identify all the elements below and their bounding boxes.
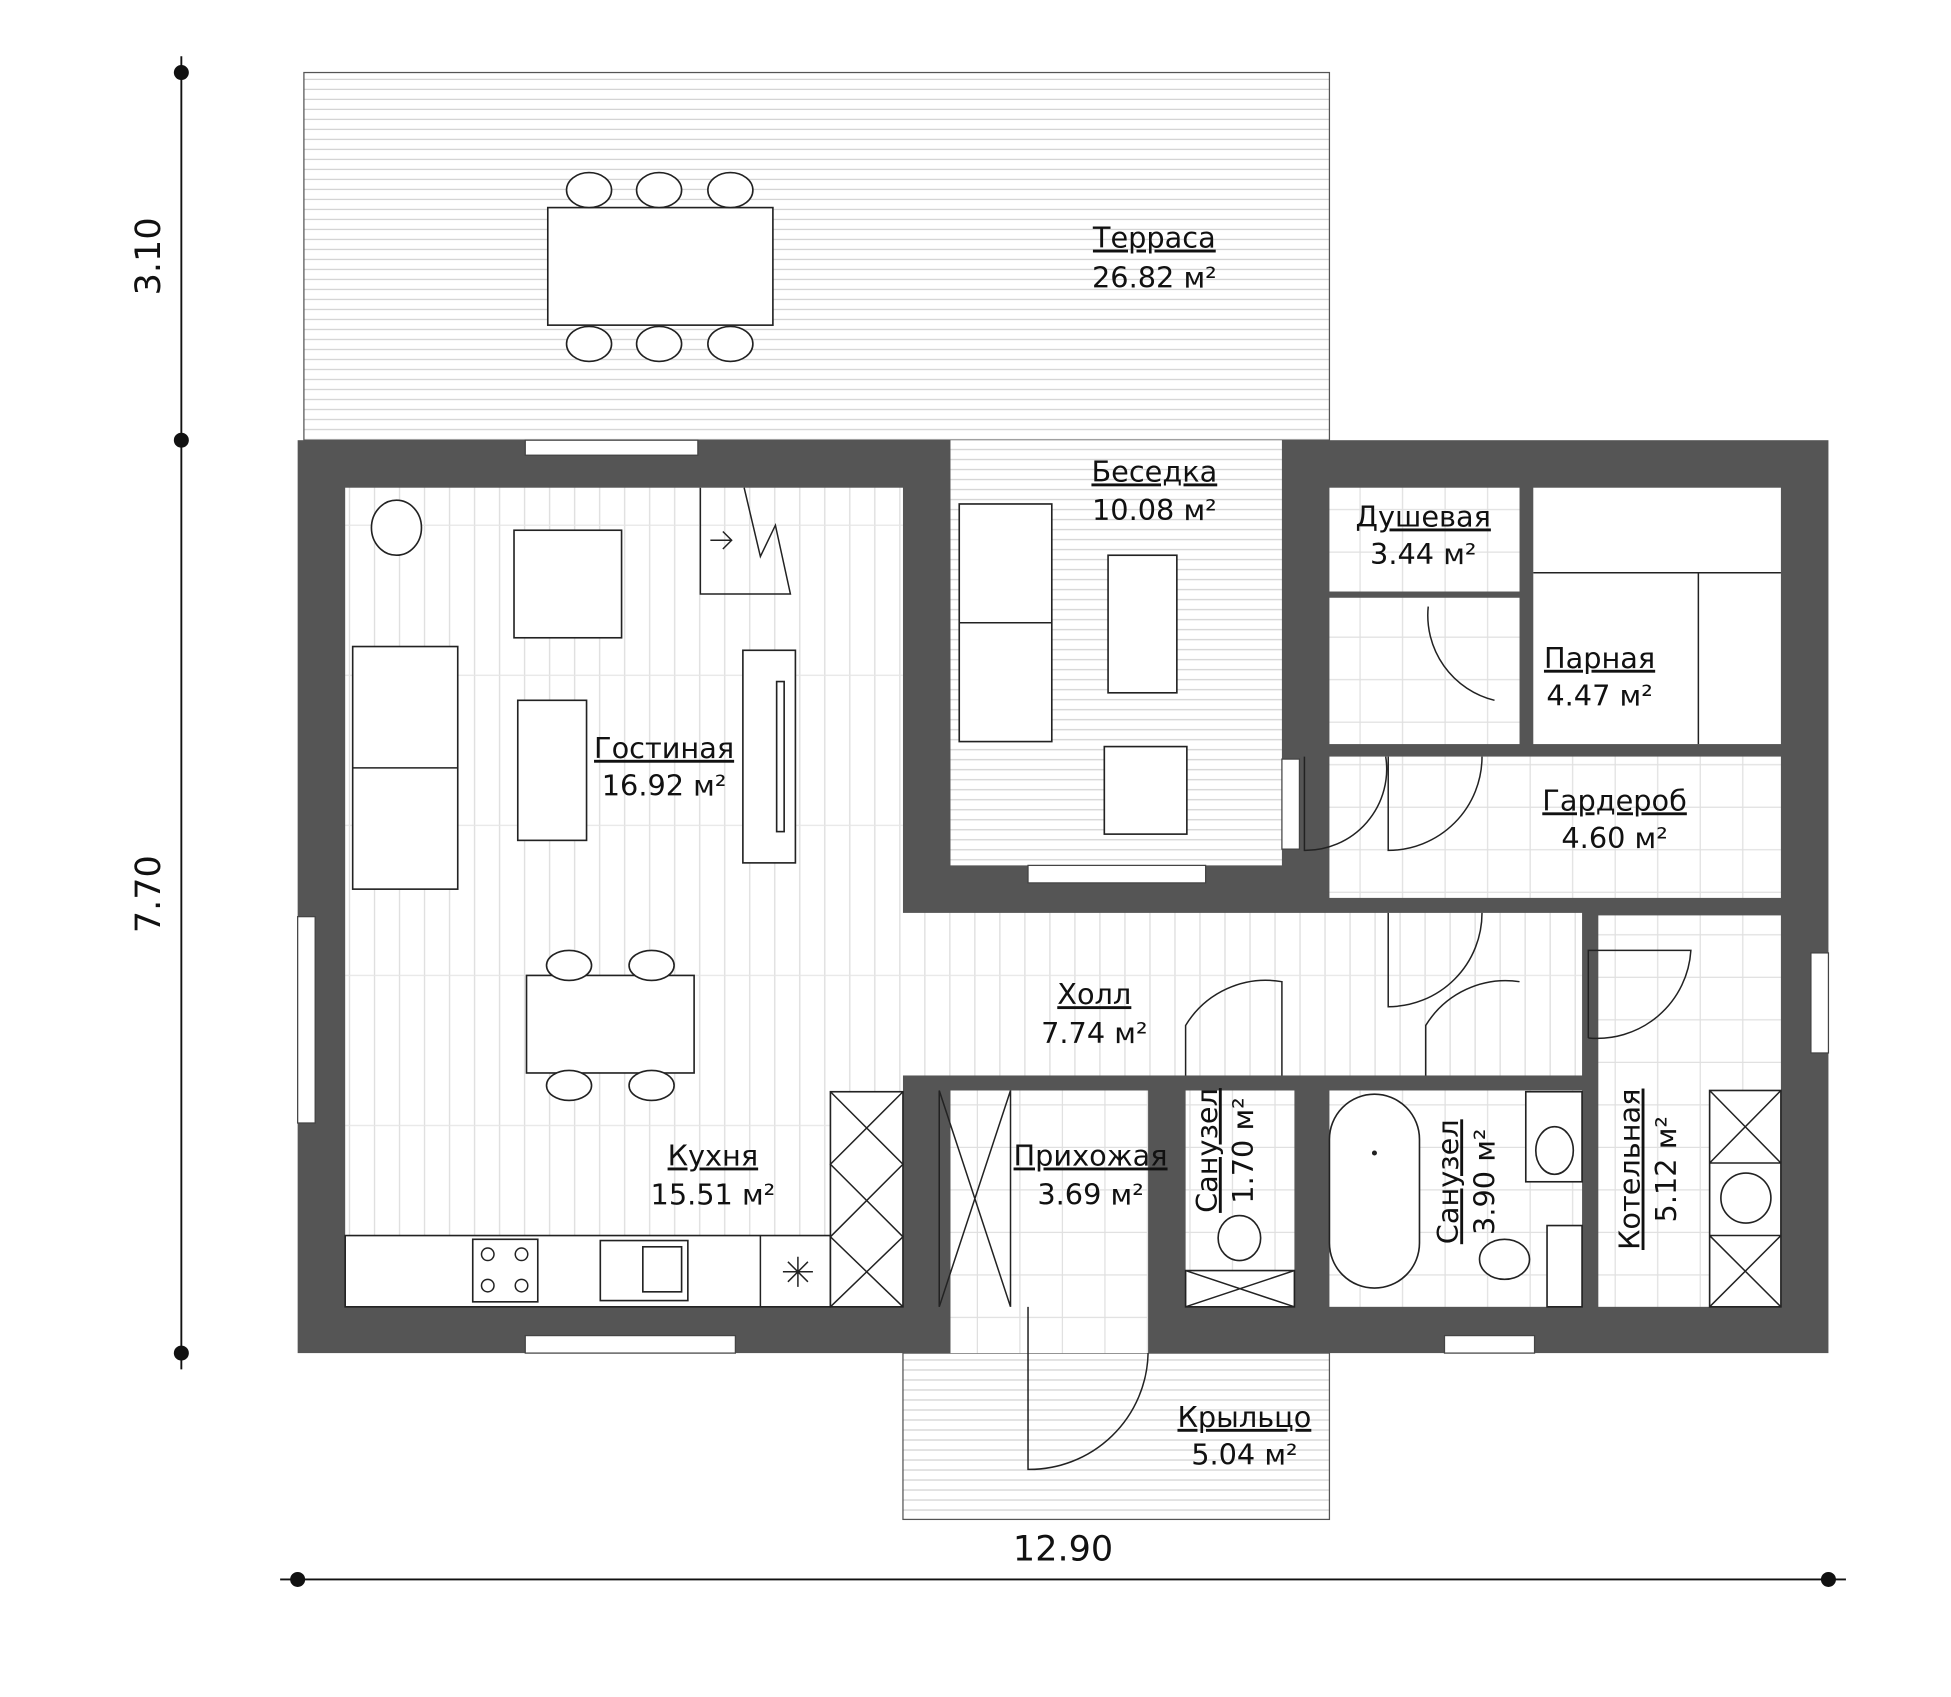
entry-name: Прихожая [1014,1139,1168,1173]
dim-house-depth: 7.70 [129,855,169,933]
kitchen-counter [344,1090,905,1308]
hall-area: 7.74 м² [1041,1016,1147,1050]
living-furniture [351,487,797,890]
kitchen-name: Кухня [668,1139,759,1173]
boiler-area: 5.12 м² [1649,1116,1683,1222]
sauna-area: 4.47 м² [1546,678,1652,712]
shower-name: Душевая [1356,499,1491,533]
wardrobe-name: Гардероб [1542,783,1687,817]
wc1-name: Санузел [1190,1088,1224,1213]
sauna-name: Парная [1544,641,1655,675]
terrace-name: Терраса [1092,221,1216,255]
hall-name: Холл [1057,977,1131,1011]
gazebo-furniture [958,503,1188,835]
dim-terrace-depth: 3.10 [129,217,169,295]
terrace-area: 26.82 м² [1092,261,1217,295]
wc1-area: 1.70 м² [1226,1097,1260,1203]
boiler-name: Котельная [1613,1089,1647,1250]
terrace-dining-set [546,171,774,363]
porch-area: 5.04 м² [1191,1437,1297,1471]
porch-deck [902,1352,1331,1521]
room-labels: Терраса 26.82 м² Беседка 10.08 м² Душева… [594,221,1687,1472]
vertical-dimension: 3.10 7.70 [129,56,189,1370]
wc2-area: 3.90 м² [1468,1129,1502,1235]
shower-area: 3.44 м² [1370,537,1476,571]
living-name: Гостиная [594,731,734,765]
wc2-name: Санузел [1431,1119,1465,1244]
horizontal-dimension: 12.90 [280,1530,1846,1587]
wardrobe-area: 4.60 м² [1561,821,1667,855]
porch-name: Крыльцо [1177,1400,1311,1434]
bathroom-fixtures [938,1090,1583,1308]
boiler-room-equipment [1708,1089,1782,1308]
living-area: 16.92 м² [602,768,727,802]
terrace-deck [303,71,1331,441]
dim-house-width: 12.90 [1013,1530,1113,1570]
gazebo-area: 10.08 м² [1092,493,1217,527]
windows [297,439,1830,1354]
doors [1027,606,1692,1471]
kitchen-dining-set [525,949,695,1102]
gazebo-name: Беседка [1091,454,1217,488]
kitchen-area: 15.51 м² [651,1177,776,1211]
sauna-benches [1533,572,1781,745]
entry-area: 3.69 м² [1037,1177,1143,1211]
